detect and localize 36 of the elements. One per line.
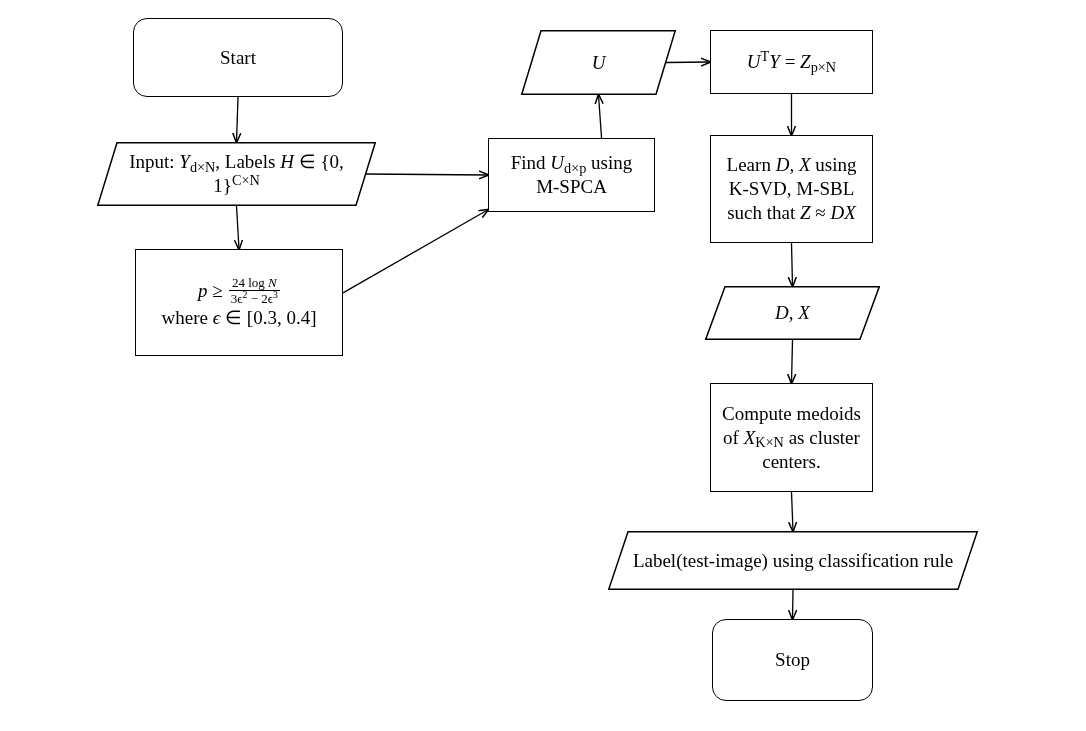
arrow <box>787 589 798 621</box>
arrow <box>665 57 712 67</box>
terminal-box <box>133 18 343 97</box>
node-text: where ϵ ∈ [0.3, 0.4] <box>161 306 317 330</box>
arrow <box>233 205 244 251</box>
process-box <box>135 249 343 356</box>
node-text: Input: Y$_{d×N}$, Labels H ∈ {0, 1}$^{C×N}$ <box>128 150 345 198</box>
arrow <box>232 96 242 144</box>
node-text: D, X <box>775 301 810 325</box>
fraction-denominator: 3ϵ$^{2}$ − 2ϵ$^{3}$ <box>228 290 280 306</box>
process-box <box>710 383 873 492</box>
node-text: Stop <box>775 648 810 672</box>
terminal-box <box>712 619 873 701</box>
node-text: Start <box>220 45 256 70</box>
node-text: U$^{T}$Y = Z$_{p×N}$ <box>746 50 837 74</box>
arrow <box>594 93 604 139</box>
node-text: Label(test-image) using classification rule <box>632 548 954 573</box>
fraction-numerator: 24 log N <box>230 275 278 290</box>
arrow <box>365 170 490 180</box>
node-text: U <box>591 50 606 75</box>
process-box <box>488 138 655 212</box>
node-text: Find U$_{d×p}$ using M-SPCA <box>509 151 634 199</box>
arrow <box>786 93 797 137</box>
arrow <box>342 208 490 294</box>
arrow <box>787 491 798 533</box>
process-box <box>710 30 873 94</box>
arrow <box>787 242 798 288</box>
io-parallelogram <box>97 142 376 206</box>
arrow <box>786 339 797 385</box>
io-parallelogram <box>608 531 978 590</box>
node-text: Compute medoids of X$_{K×N}$ as cluster centers. <box>721 401 862 474</box>
io-parallelogram <box>705 286 880 340</box>
io-parallelogram <box>521 30 676 95</box>
process-box <box>710 135 873 243</box>
node-text: Learn D, X using K-SVD, M-SBL such that Z ≈ DX <box>725 153 858 225</box>
node-text: p ≥ <box>198 278 223 303</box>
